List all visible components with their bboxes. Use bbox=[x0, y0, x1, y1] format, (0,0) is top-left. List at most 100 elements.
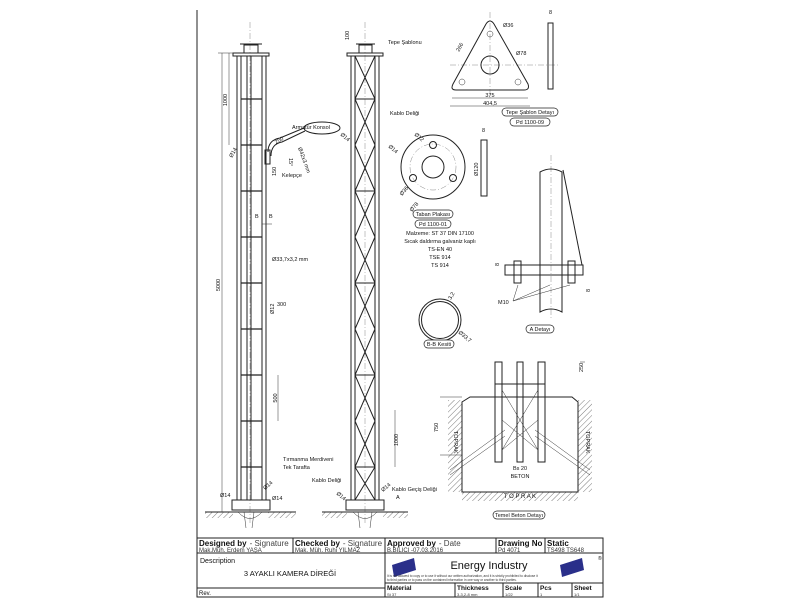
pipe-spec-label: Ø33,7x3,2 mm bbox=[272, 257, 308, 263]
approved-by-header: Approved by- Date bbox=[387, 539, 461, 548]
soil-label-bottom: T O P R A K bbox=[504, 494, 536, 500]
section-mark-b: B bbox=[269, 214, 273, 220]
hole-d14-label: Ø14 bbox=[387, 144, 399, 155]
thickness-label: 8 bbox=[482, 128, 485, 134]
thickness-header: Thickness bbox=[457, 585, 489, 592]
drawing-no-header: Drawing No bbox=[498, 539, 543, 548]
static-value: TS498 TS648 bbox=[547, 548, 585, 554]
pcs-value: 1 bbox=[540, 592, 543, 597]
cable-hole-label: Kablo Deliği bbox=[390, 111, 419, 117]
bolt-label: M10 bbox=[498, 300, 509, 306]
thickness-label: 8 bbox=[549, 10, 552, 16]
d36-label: Ø36 bbox=[503, 23, 513, 29]
lamp-head bbox=[303, 121, 341, 135]
thickness-label: 8 bbox=[495, 263, 501, 266]
width-404: 404,5 bbox=[483, 101, 497, 107]
thickness-value: 3-3,2-8 mm bbox=[457, 592, 478, 597]
hole-d14-label: Ø14 bbox=[339, 132, 351, 143]
description-label: Description bbox=[200, 558, 235, 565]
note-line: TS 914 bbox=[431, 263, 449, 269]
detail-title: B-B Kesiti bbox=[427, 342, 451, 348]
ladder-label-2: Tek Tarafta bbox=[283, 465, 311, 471]
dim-250: 250 bbox=[579, 363, 585, 372]
foundation-detail: 250 750 TOPRAK TOPRAK T O P R A K Bs 20 … bbox=[434, 361, 592, 520]
dim-ladder: 300 bbox=[277, 302, 286, 308]
section-mark-b: B bbox=[255, 214, 259, 220]
description-value: 3 AYAKLI KAMERA DİREĞİ bbox=[244, 569, 336, 578]
scale-value: 1/22 bbox=[505, 592, 514, 597]
detail-title: A Detayı bbox=[530, 327, 551, 333]
dim-panel: 1000 bbox=[394, 434, 400, 446]
registered-icon: ® bbox=[598, 555, 602, 562]
dim-total-height: 5000 bbox=[216, 279, 222, 291]
dim-angle: 15° bbox=[287, 158, 293, 166]
concrete-label: BETON bbox=[511, 474, 530, 480]
side-label: 266 bbox=[456, 42, 466, 53]
company-name: Energy Industry bbox=[450, 560, 528, 572]
checked-by-header: Checked by- Signature bbox=[295, 539, 383, 548]
sheet-value: 1/1 bbox=[574, 592, 580, 597]
d12-label: Ø12 bbox=[413, 132, 425, 143]
hole-d14-label: Ø14 bbox=[262, 480, 274, 491]
sheet-header: Sheet bbox=[574, 585, 593, 592]
dim-750: 750 bbox=[434, 423, 440, 432]
legal-notice-2: to third parties or to pass on the conta… bbox=[387, 578, 517, 582]
top-template-label: Tepe Şablonu bbox=[388, 40, 422, 46]
arm-label: Armatür Konsol bbox=[292, 125, 330, 131]
width-375: 375 bbox=[485, 93, 494, 99]
d36-label: Ø36 bbox=[399, 185, 410, 197]
dim-top-100: 100 bbox=[345, 31, 351, 40]
hole-d12-label: Ø12 bbox=[270, 304, 276, 314]
detail-title: Temel Beton Detayı bbox=[495, 513, 543, 519]
d120-label: Ø120 bbox=[474, 163, 480, 176]
material-value: St 37 bbox=[387, 592, 397, 597]
diameter-label: Ø33,7 bbox=[457, 330, 472, 344]
title-block: Designed by- Signature Mak.Müh. Erdem YA… bbox=[196, 537, 604, 598]
detail-code: Pd 1100-09 bbox=[516, 120, 544, 126]
static-header: Static bbox=[547, 539, 569, 548]
hole-d14-label: Ø14 bbox=[335, 491, 347, 502]
clamp-label: Kelepçe bbox=[282, 173, 302, 179]
detail-title: Tepe Şablon Detayı bbox=[506, 110, 554, 116]
hole-d14-label: Ø14 bbox=[229, 147, 239, 159]
base-plate-detail: Ø12 Ø36 Ø78 Ø120 8 Taban Plakası Pd 1100… bbox=[399, 128, 488, 269]
dim-top: 1000 bbox=[223, 94, 229, 106]
ladder-rungs bbox=[241, 98, 262, 468]
pole-elevation: 5000 1000 500 300 Ø12 150 250 15° Ø42x3 … bbox=[205, 22, 341, 529]
dim-rung: 500 bbox=[273, 393, 279, 402]
d78-label: Ø78 bbox=[409, 201, 420, 213]
dim-250: 250 bbox=[274, 136, 285, 146]
wall-label: 3,2 bbox=[448, 291, 457, 301]
hole-d14-label: Ø14 bbox=[272, 496, 282, 502]
detail-mark-a: A bbox=[396, 495, 400, 501]
detail-title: Taban Plakası bbox=[416, 212, 451, 218]
top-template-detail: Ø36 Ø78 266 375 404,5 8 Tepe Şablon Deta… bbox=[450, 10, 560, 127]
legal-notice: It is not allowed to copy or to use it w… bbox=[387, 574, 538, 578]
drawing-no-value: Pd 4071 bbox=[498, 548, 521, 554]
pole-side-view: 100 1000 Tepe Şablonu Kablo Deliği Ø14 Ø… bbox=[312, 22, 437, 529]
company-logo-right bbox=[560, 558, 584, 577]
designed-by-value: Mak.Müh. Erdem YAŞA bbox=[199, 548, 262, 554]
soil-label-left: TOPRAK bbox=[452, 431, 458, 454]
hole-d14-label: Ø14 bbox=[380, 482, 392, 493]
checked-by-value: Mak. Müh. Ruhi YILMAZ bbox=[295, 548, 361, 554]
rev-label: Rev. bbox=[199, 591, 211, 597]
cable-pass-label: Kablo Geçiş Deliği bbox=[392, 487, 437, 493]
material-header: Material bbox=[387, 585, 412, 592]
scale-header: Scale bbox=[505, 585, 522, 592]
note-line: TSE 914 bbox=[429, 255, 450, 261]
note-line: TS-EN 40 bbox=[428, 247, 452, 253]
detail-a: M10 8 8 A Detayı bbox=[495, 155, 592, 334]
note-line: Malzeme: ST 37 DIN 17100 bbox=[406, 231, 474, 237]
d78-label: Ø78 bbox=[516, 51, 526, 57]
pcs-header: Pcs bbox=[540, 585, 552, 592]
section-bb: 3,2 Ø33,7 B-B Kesiti bbox=[418, 291, 472, 349]
cable-hole-bottom-label: Kablo Deliği bbox=[312, 478, 341, 484]
lamp-arm bbox=[264, 121, 341, 165]
approved-by-value: B.BILICI -07.03.2016 bbox=[387, 548, 444, 554]
dim-150: 150 bbox=[272, 167, 278, 176]
hole-d14-label: Ø14 bbox=[220, 493, 230, 499]
note-line: Sıcak daldırma galvaniz kaplı bbox=[404, 239, 476, 245]
detail-code: Pd 1100-01 bbox=[419, 222, 447, 228]
